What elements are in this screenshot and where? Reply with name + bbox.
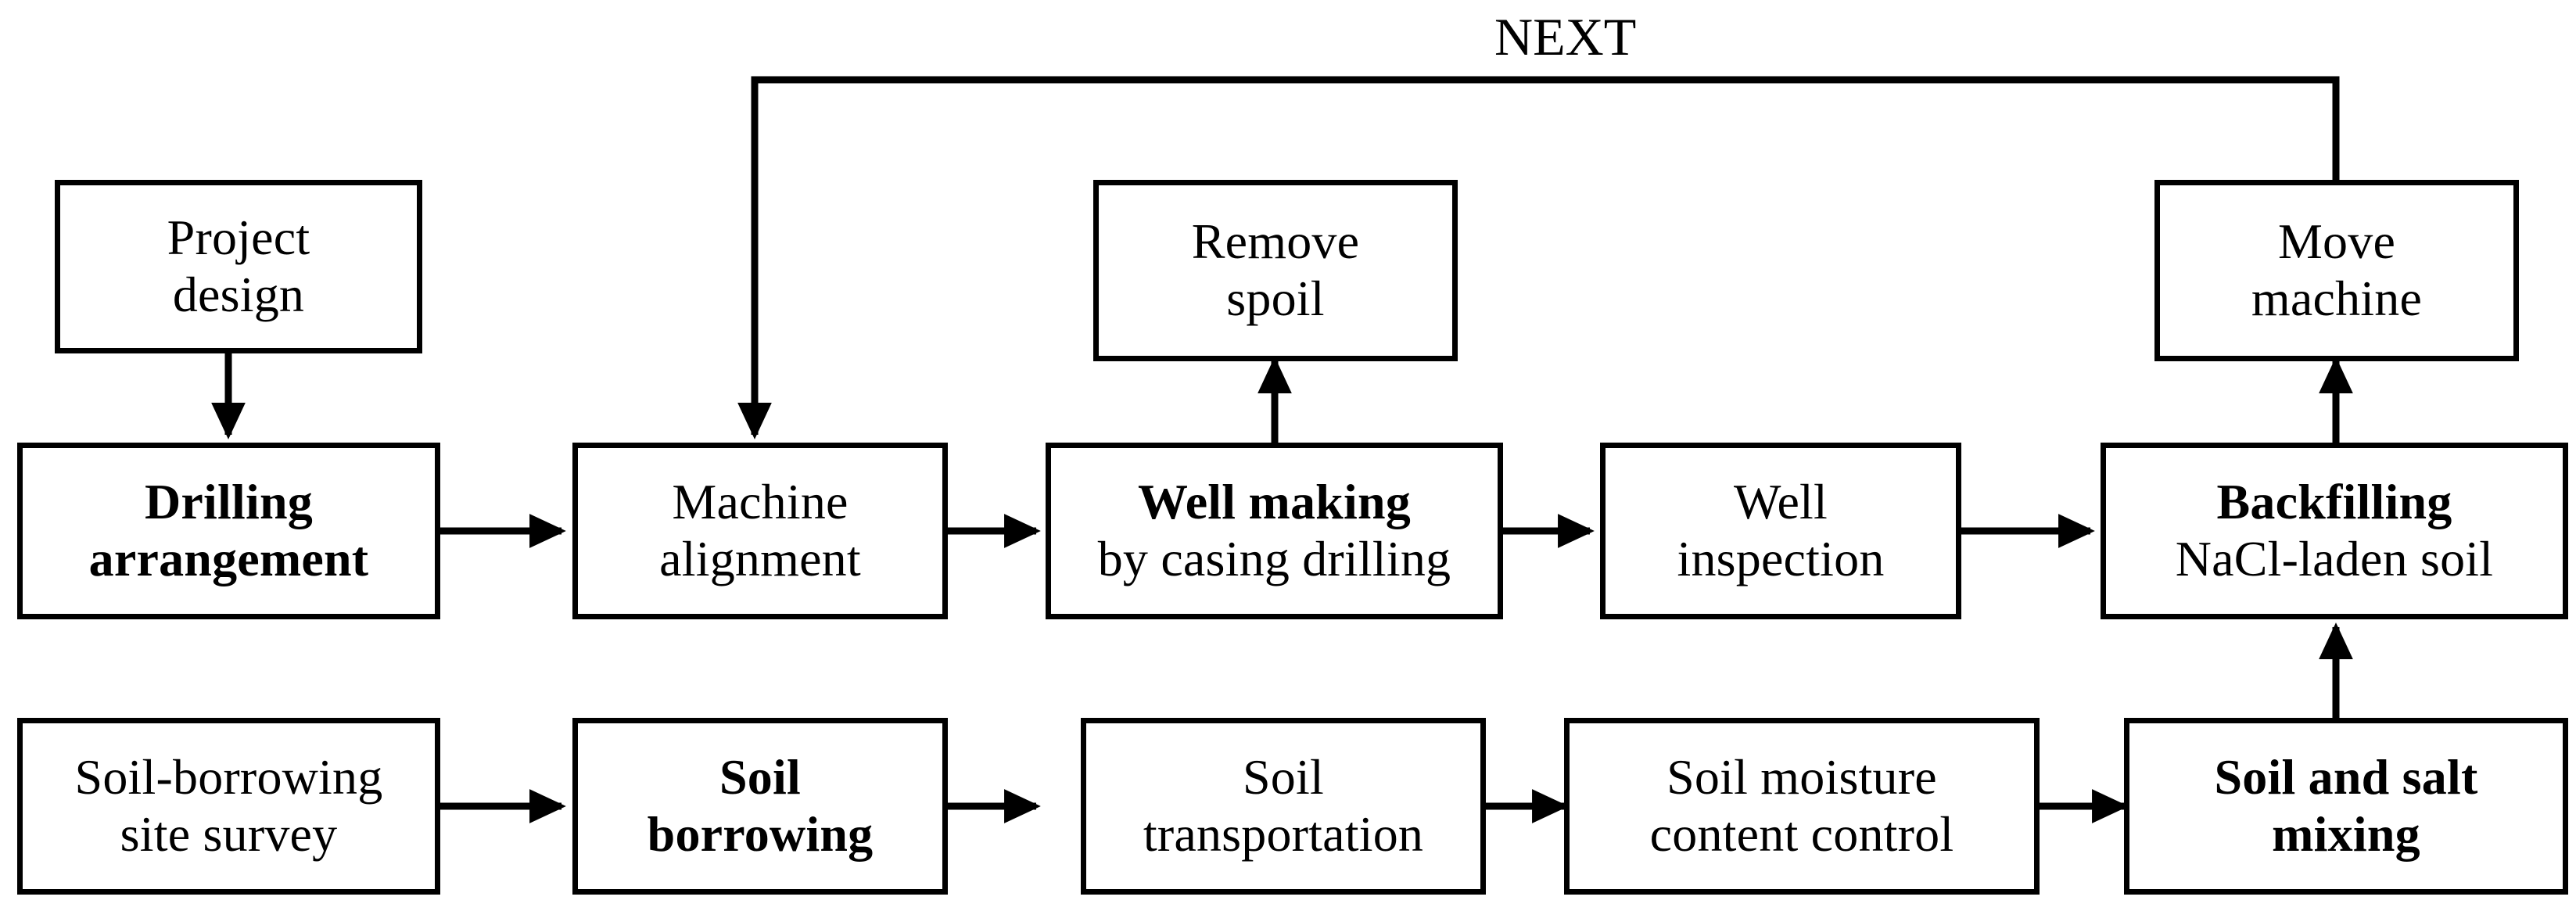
node-line: design bbox=[172, 267, 305, 322]
node-line: arrangement bbox=[88, 531, 369, 586]
node-soil-transportation[interactable]: Soil transportation bbox=[1081, 718, 1486, 895]
edge-move-machine-to-machine-alignment bbox=[737, 76, 2340, 439]
node-soil-and-salt-mixing[interactable]: Soil and salt mixing bbox=[2124, 718, 2568, 895]
node-machine-alignment[interactable]: Machine alignment bbox=[572, 443, 948, 619]
node-line: alignment bbox=[659, 531, 861, 586]
node-line: NaCl-laden soil bbox=[2175, 531, 2494, 586]
node-line: Well bbox=[1733, 474, 1828, 530]
node-soil-moisture-content-control[interactable]: Soil moisture content control bbox=[1564, 718, 2040, 895]
node-line: spoil bbox=[1226, 271, 1325, 326]
node-line: Soil bbox=[719, 749, 801, 805]
node-backfilling[interactable]: Backfilling NaCl-laden soil bbox=[2101, 443, 2568, 619]
node-line: machine bbox=[2251, 271, 2423, 326]
node-move-machine[interactable]: Move machine bbox=[2154, 180, 2519, 361]
node-line: content control bbox=[1649, 806, 1954, 862]
node-project-design[interactable]: Project design bbox=[55, 180, 422, 353]
node-remove-spoil[interactable]: Remove spoil bbox=[1093, 180, 1458, 361]
node-line: Move bbox=[2277, 213, 2396, 270]
next-loop-label: NEXT bbox=[1494, 7, 1637, 66]
node-line: Machine bbox=[672, 474, 849, 530]
node-line: Project bbox=[167, 210, 310, 266]
node-soil-borrowing-survey[interactable]: Soil-borrowing site survey bbox=[17, 718, 440, 895]
node-line: site survey bbox=[120, 806, 338, 862]
node-line: transportation bbox=[1143, 806, 1424, 862]
node-drilling-arrangement[interactable]: Drilling arrangement bbox=[17, 443, 440, 619]
node-line: Remove bbox=[1191, 213, 1360, 270]
node-line: Soil and salt bbox=[2214, 749, 2478, 805]
node-line: Soil-borrowing bbox=[74, 749, 383, 805]
node-line: Soil bbox=[1243, 749, 1324, 805]
node-line: Well making bbox=[1138, 474, 1411, 530]
node-line: borrowing bbox=[647, 806, 874, 862]
node-soil-borrowing[interactable]: Soil borrowing bbox=[572, 718, 948, 895]
node-line: Soil moisture bbox=[1667, 749, 1937, 805]
node-line: mixing bbox=[2272, 806, 2420, 862]
node-line: inspection bbox=[1677, 531, 1885, 586]
node-line: by casing drilling bbox=[1097, 531, 1451, 586]
node-line: Drilling bbox=[145, 474, 313, 530]
node-well-making[interactable]: Well making by casing drilling bbox=[1046, 443, 1503, 619]
node-line: Backfilling bbox=[2216, 474, 2452, 530]
node-well-inspection[interactable]: Well inspection bbox=[1600, 443, 1961, 619]
